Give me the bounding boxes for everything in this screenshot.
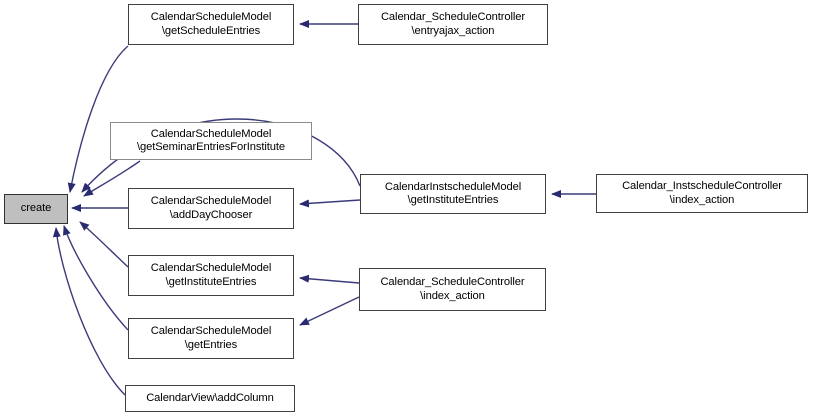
graph-node-entryajax_action[interactable]: Calendar_ScheduleController\entryajax_ac… [358,4,548,45]
graph-node-label: \getScheduleEntries [161,24,261,37]
graph-node-label: CalendarScheduleModel [150,262,272,274]
graph-node-label: \getSeminarEntriesForInstitute [136,141,286,153]
call-edge [299,199,361,208]
call-edge [63,225,129,331]
graph-node-label: \index_action [420,289,485,302]
graph-node-label: CalendarScheduleModel [150,127,272,140]
graph-node-label: \getInstituteEntries [407,194,499,206]
graph-node-label: CalendarScheduleModel [150,325,272,337]
graph-node-instschedule_index_action[interactable]: Calendar_InstscheduleController\index_ac… [596,174,808,213]
graph-node-label: create [20,202,52,215]
graph-node-label: CalendarView\addColumn [146,391,274,404]
graph-node-label: CalendarInstscheduleModel [384,180,522,193]
graph-node-label: Calendar_ScheduleController [380,11,526,23]
graph-node-label: CalendarScheduleModel [150,11,272,23]
graph-node-label: Calendar_ScheduleController [380,276,525,288]
call-edge [299,274,360,284]
graph-node-label: \entryajax_action [411,24,495,37]
call-edge [52,227,126,396]
edge-group [52,20,596,396]
graph-node-addColumn[interactable]: CalendarView\addColumn [125,385,295,412]
call-edge [299,296,360,326]
graph-node-label: CalendarScheduleModel [150,195,272,207]
graph-node-schedule_index_action[interactable]: Calendar_ScheduleController\index_action [359,268,546,311]
call-edge [79,221,129,268]
graph-node-getSeminarEntriesForInstitute[interactable]: CalendarScheduleModel\getSeminarEntriesF… [110,122,312,160]
graph-node-label: \getEntries [184,338,238,351]
graph-node-label: \index_action [669,193,735,206]
graph-node-label: \getInstituteEntries [165,275,257,288]
call-edge [67,45,129,193]
graph-node-label: \addDayChooser [169,208,253,221]
graph-node-create[interactable]: create [4,194,68,224]
graph-node-getEntries[interactable]: CalendarScheduleModel\getEntries [128,318,294,359]
graph-node-schedule_getInstituteEntries[interactable]: CalendarScheduleModel\getInstituteEntrie… [128,255,294,296]
graph-node-instschedule_getInstituteEntries[interactable]: CalendarInstscheduleModel\getInstituteEn… [360,174,546,214]
graph-node-getScheduleEntries[interactable]: CalendarScheduleModel\getScheduleEntries [128,4,294,45]
call-edge [83,160,141,197]
graph-node-label: Calendar_InstscheduleController [622,180,782,192]
graph-node-addDayChooser[interactable]: CalendarScheduleModel\addDayChooser [128,188,294,229]
